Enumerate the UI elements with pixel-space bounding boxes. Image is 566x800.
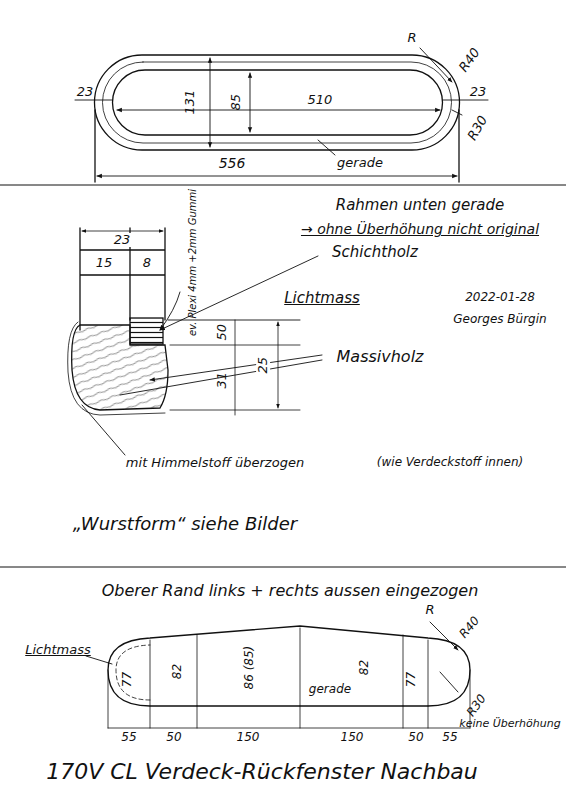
sketch-label: 82 — [358, 660, 371, 675]
sketch-label: → ohne Überhöhung nicht original — [301, 222, 539, 237]
dimension-line — [82, 231, 163, 232]
label-leader — [318, 140, 335, 155]
sketch-label: „Wurstform“ siehe Bilder — [73, 514, 297, 534]
sketch-label: R30 — [465, 113, 490, 142]
sketch-label: 15 — [96, 256, 113, 270]
lichtmass-inner-line — [116, 645, 150, 700]
sketch-label: 2022-01-28 — [465, 291, 535, 304]
sketch-label: R40 — [457, 615, 482, 642]
label-leader — [150, 355, 322, 380]
drawing-title: 170V CL Verdeck-Rückfenster Nachbau — [46, 760, 478, 784]
sketch-label: 556 — [217, 156, 248, 171]
extension-line — [94, 110, 95, 182]
fabric-cover — [68, 322, 165, 415]
sketch-label: 55 — [442, 731, 457, 744]
dimension-line — [117, 110, 440, 111]
frame-outer-outline — [95, 55, 460, 150]
radius-leader — [440, 672, 458, 692]
section-grid — [80, 228, 165, 330]
dimension-line — [75, 100, 112, 101]
frame-inner-outline — [112, 70, 442, 135]
sketch-label: ev. Plexi 4mm +2mm Gummi — [187, 188, 198, 335]
sketch-label: Massivholz — [337, 348, 424, 366]
sketch-label: 23 — [470, 85, 487, 99]
sketch-label: 85 — [229, 94, 243, 111]
sketch-label: 8 — [143, 256, 151, 270]
sketch-label: 77 — [405, 672, 418, 687]
sketch-label: R — [425, 603, 434, 617]
sketch-label: 23 — [77, 85, 94, 99]
dimension-line — [278, 322, 279, 408]
plywood-layer — [130, 318, 163, 344]
sketch-label: (wie Verdeckstoff innen) — [377, 456, 523, 469]
radius-leader — [430, 622, 458, 650]
dimension-lines — [108, 628, 470, 728]
sketch-label: R30 — [465, 693, 489, 720]
sketch-label: 55 — [121, 731, 136, 744]
sketch-label: 510 — [306, 93, 335, 107]
sketch-label: 77 — [121, 672, 134, 687]
sketch-label: gerade — [337, 156, 383, 170]
sketch-label: Oberer Rand links + rechts aussen eingez… — [102, 582, 479, 600]
label-leader — [82, 405, 125, 455]
sketch-label: gerade — [309, 683, 351, 696]
radius-leader — [420, 48, 452, 82]
separator-line — [0, 185, 566, 186]
sketch-label: 82 — [171, 664, 184, 679]
sketch-label: Lichtmass — [25, 643, 91, 657]
extension-line — [458, 110, 459, 182]
dimension-line — [250, 73, 251, 132]
sketch-label: R — [407, 31, 416, 45]
solid-wood-profile — [72, 325, 168, 410]
sketch-label: Rahmen unten gerade — [336, 197, 505, 214]
sketch-label: 25 — [256, 355, 270, 376]
sketch-label: 131 — [183, 90, 197, 115]
sketch-label: Georges Bürgin — [453, 313, 546, 326]
sketch-label: 50 — [166, 731, 181, 744]
sketch-label: keine Überhöhung — [459, 718, 560, 730]
sketch-label: mit Himmelstoff überzogen — [126, 456, 304, 470]
window-outline — [108, 626, 470, 706]
radius-leader — [452, 110, 462, 115]
sketch-label: 50 — [215, 324, 229, 341]
sketch-label: 150 — [237, 731, 260, 744]
sketch-label: 31 — [215, 372, 229, 389]
sketch-label: 150 — [341, 731, 364, 744]
sketch-label: R40 — [457, 45, 483, 74]
label-leader — [120, 360, 322, 395]
dimension-line — [210, 58, 211, 147]
separator-line — [0, 567, 566, 568]
dimension-line — [97, 176, 457, 177]
frame-middle-line — [103, 62, 452, 143]
sketch-label: 23 — [112, 233, 133, 247]
sketch-label: Schichtholz — [332, 244, 418, 261]
glass-leader — [160, 292, 180, 330]
sketch-label: 50 — [408, 731, 423, 744]
dimension-line — [443, 100, 488, 101]
label-leader — [86, 656, 112, 664]
sketch-label: Lichtmass — [284, 290, 360, 307]
sketch-label: 86 (85) — [243, 646, 256, 690]
